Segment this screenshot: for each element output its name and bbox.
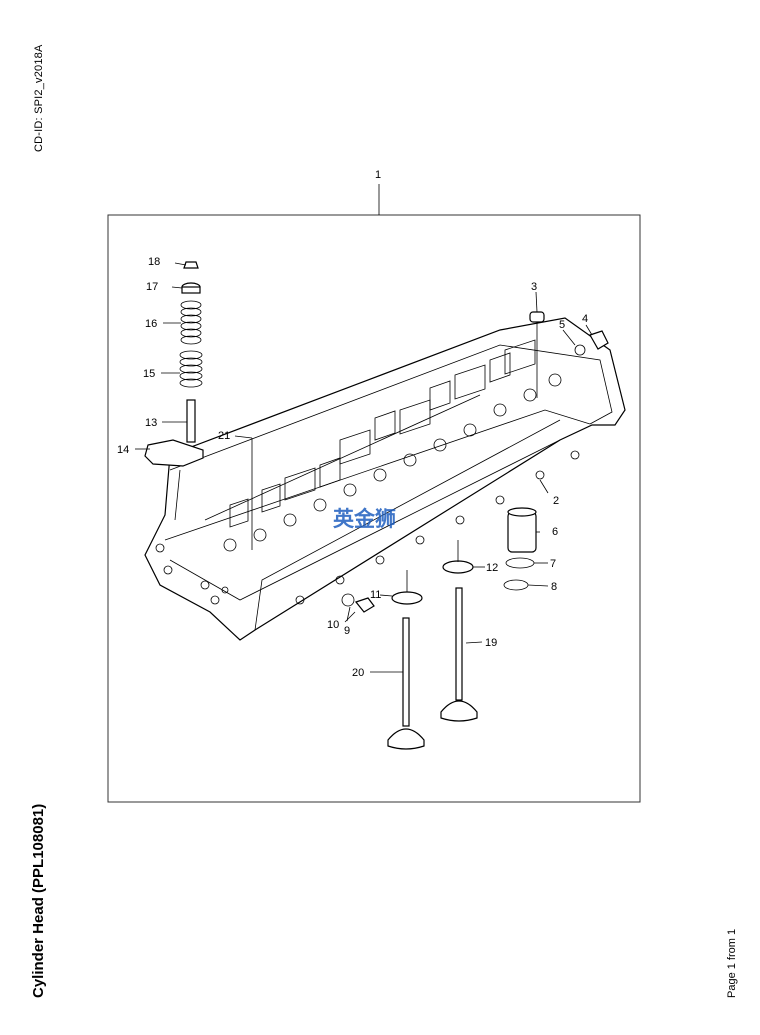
callout-14: 14 xyxy=(117,444,129,456)
callout-12: 12 xyxy=(486,562,498,574)
watermark: 英金狮 xyxy=(333,507,396,531)
valves xyxy=(387,587,478,750)
callout-17: 17 xyxy=(146,281,158,293)
callout-18: 18 xyxy=(148,256,160,268)
diagram-frame xyxy=(107,214,641,803)
callout-labels: 1 2 3 4 5 6 7 8 9 10 11 12 13 14 15 16 1… xyxy=(117,169,588,679)
callout-4: 4 xyxy=(582,313,588,325)
valve-spring-stack xyxy=(144,261,204,467)
callout-21: 21 xyxy=(218,430,230,442)
callout-9: 9 xyxy=(344,625,350,637)
callout-19: 19 xyxy=(485,637,497,649)
callout-8: 8 xyxy=(551,581,557,593)
callout-13: 13 xyxy=(145,417,157,429)
callout-15: 15 xyxy=(143,368,155,380)
cylinder-head xyxy=(144,317,626,641)
callout-5: 5 xyxy=(559,319,565,331)
callout-1: 1 xyxy=(375,169,381,181)
callout-7: 7 xyxy=(550,558,556,570)
leader-lines xyxy=(135,262,593,673)
callout-20: 20 xyxy=(352,667,364,679)
callout-11: 11 xyxy=(370,589,381,601)
callout-2: 2 xyxy=(553,495,559,507)
callout-6: 6 xyxy=(552,526,558,538)
callout-3: 3 xyxy=(531,281,537,293)
callout-10: 10 xyxy=(327,619,339,631)
callout-16: 16 xyxy=(145,318,157,330)
